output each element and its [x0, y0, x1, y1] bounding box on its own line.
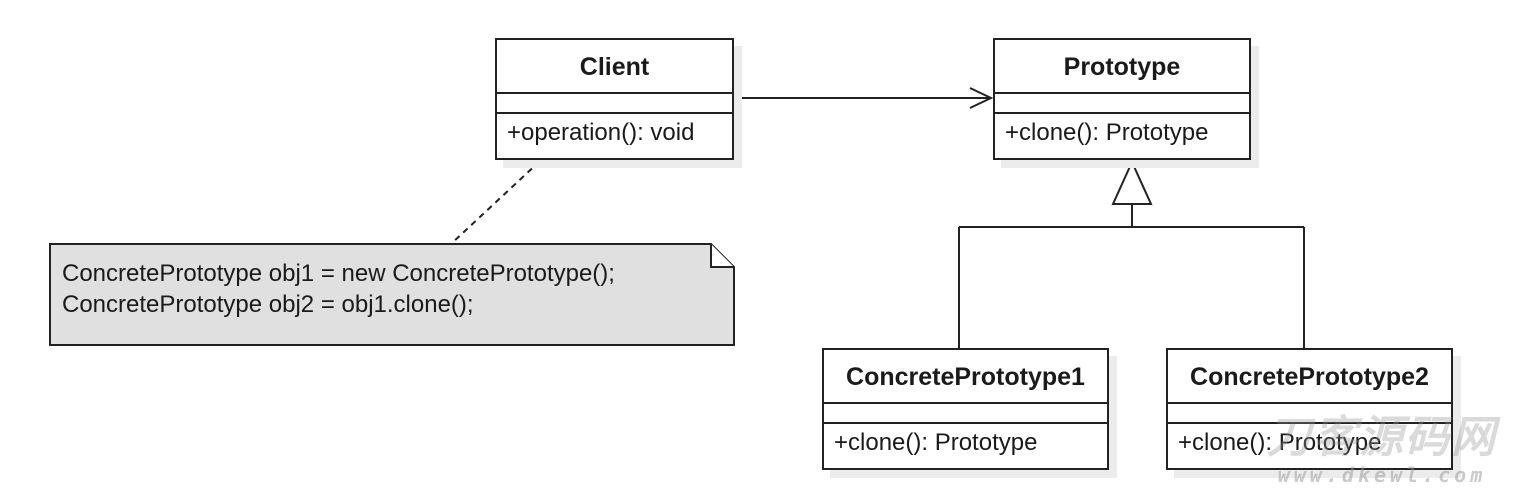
note-anchor-line — [451, 160, 541, 244]
note-shape — [49, 243, 735, 346]
operation-text: +clone(): Prototype — [1178, 429, 1382, 456]
note-text: ConcretePrototype obj1 = new ConcretePro… — [62, 258, 615, 320]
note-body-shape — [49, 243, 735, 346]
attributes-compartment — [995, 94, 1249, 114]
operation-text: +operation(): void — [507, 119, 695, 146]
association-arrowhead — [969, 87, 994, 109]
operation-text: +clone(): Prototype — [834, 429, 1038, 456]
class-name: Prototype — [995, 40, 1249, 94]
code-note[interactable]: ConcretePrototype obj1 = new ConcretePro… — [49, 243, 735, 346]
operation-text: +clone(): Prototype — [1005, 119, 1209, 146]
concrete-prototype-1-class[interactable]: ConcretePrototype1 +clone(): Prototype — [822, 348, 1109, 470]
attributes-compartment — [497, 94, 732, 114]
class-name: ConcretePrototype2 — [1168, 350, 1451, 404]
client-class[interactable]: Client +operation(): void — [495, 38, 734, 160]
prototype-class[interactable]: Prototype +clone(): Prototype — [993, 38, 1251, 160]
note-line-2: ConcretePrototype obj2 = obj1.clone(); — [62, 291, 474, 318]
note-folded-corner — [710, 244, 734, 268]
concrete-prototype-2-class[interactable]: ConcretePrototype2 +clone(): Prototype — [1166, 348, 1453, 470]
class-name: Client — [497, 40, 732, 94]
generalization-triangle — [1111, 159, 1153, 205]
class-name: ConcretePrototype1 — [824, 350, 1107, 404]
attributes-compartment — [824, 404, 1107, 424]
note-line-1: ConcretePrototype obj1 = new ConcretePro… — [62, 260, 615, 287]
attributes-compartment — [1168, 404, 1451, 424]
